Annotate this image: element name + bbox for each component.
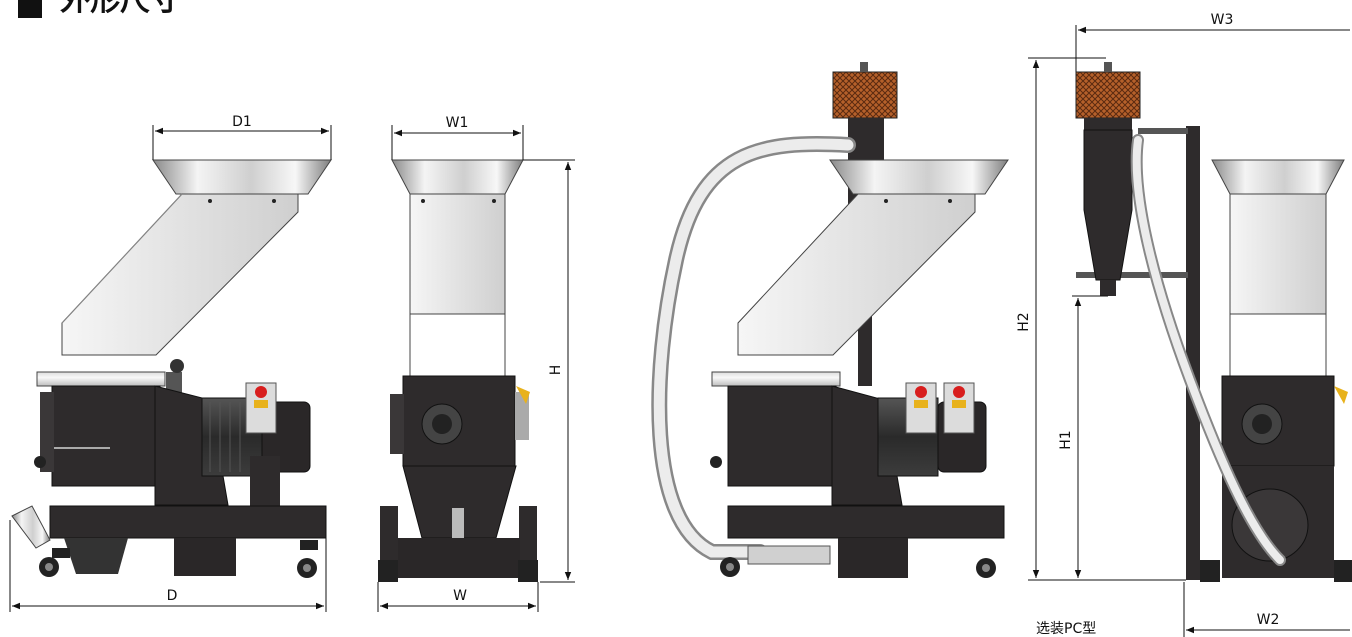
section-heading: 外形尺寸 — [18, 0, 180, 18]
front-view-granulator — [378, 159, 538, 582]
front-view-pc-option — [1075, 62, 1352, 582]
pc-option-note: 选装PC型 — [1036, 621, 1096, 637]
dimension-h2-label: H2 — [1016, 312, 1032, 331]
side-view-granulator — [11, 159, 332, 578]
dimension-d: D — [9, 520, 327, 612]
dimension-w: W — [377, 582, 539, 612]
dimension-d1-label: D1 — [232, 114, 252, 130]
dimension-d1: D1 — [152, 114, 332, 160]
dimension-w2-label: W2 — [1257, 612, 1280, 628]
dimension-w1: W1 — [391, 115, 524, 160]
dimension-w3: W3 — [1075, 12, 1350, 72]
side-view-pc-option — [651, 62, 1009, 578]
dimension-h1: H1 — [1058, 295, 1108, 578]
dimension-h1-label: H1 — [1058, 430, 1074, 449]
dimension-w1-label: W1 — [446, 115, 469, 131]
dimension-h: H — [523, 159, 575, 583]
dimension-h2: H2 — [1016, 57, 1186, 581]
dimension-w2: W2 — [1183, 582, 1350, 637]
filter-cartridge-icon — [832, 71, 898, 119]
heading-title: 外形尺寸 — [60, 0, 180, 18]
heading-bullet-icon — [18, 0, 42, 18]
dimension-w-label: W — [453, 588, 467, 604]
dimension-d-label: D — [167, 588, 178, 604]
dimension-h-label: H — [548, 365, 564, 376]
dimension-w3-label: W3 — [1211, 12, 1234, 28]
